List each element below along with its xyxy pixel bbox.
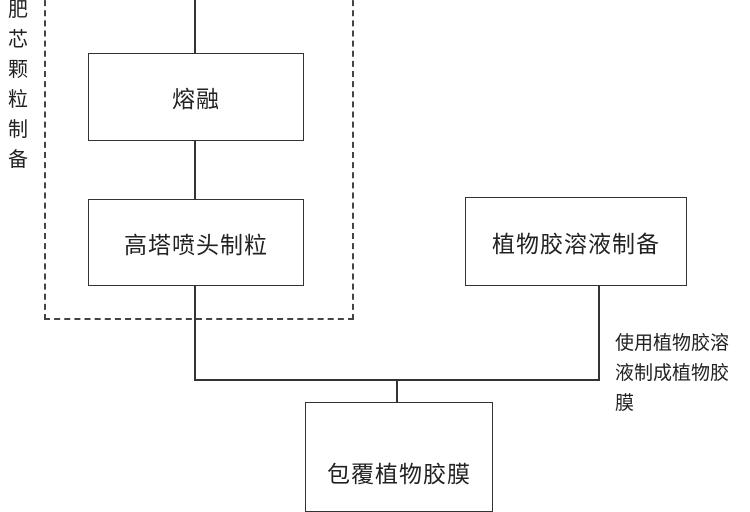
connector-prill-down (194, 286, 196, 380)
step-coat-box: 包覆植物胶膜 (305, 402, 493, 512)
step-melt-box: 熔融 (88, 53, 304, 141)
connector-solution-down (598, 286, 600, 380)
step-coat-label: 包覆植物胶膜 (327, 462, 471, 488)
group-label: 肥芯颗粒制备 (8, 0, 28, 171)
step-solution-box: 植物胶溶液制备 (465, 197, 687, 286)
connector-top-to-melt (194, 0, 196, 53)
core-granule-preparation-group (44, 0, 354, 320)
edge-note: 使用植物胶溶液制成植物胶膜 (615, 332, 730, 414)
step-prill-box: 高塔喷头制粒 (88, 199, 304, 286)
step-prill-label: 高塔喷头制粒 (124, 232, 268, 259)
step-melt-label: 熔融 (172, 87, 220, 113)
step-solution-label: 植物胶溶液制备 (492, 231, 660, 258)
connector-join-to-coat (396, 380, 398, 402)
connector-melt-to-prill (194, 141, 196, 199)
